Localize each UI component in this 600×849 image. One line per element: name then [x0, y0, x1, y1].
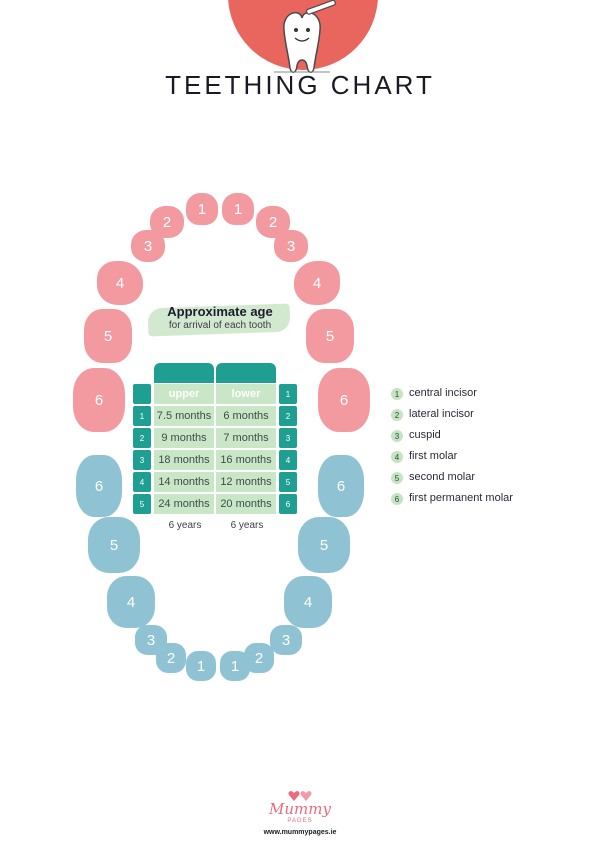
legend-number: 2 — [391, 409, 403, 421]
column-header-upper: upper — [154, 384, 214, 404]
upper-tooth-2-left: 2 — [150, 206, 184, 238]
row-lower-index: 5 — [279, 472, 297, 492]
upper-tooth-5-left: 5 — [84, 309, 132, 363]
header-left-index-block — [133, 384, 151, 404]
row-upper-age: 7.5 months — [154, 406, 214, 426]
footer-url: www.mummypages.ie — [263, 829, 337, 836]
upper-tooth-6-right: 6 — [318, 368, 370, 432]
legend-number: 1 — [391, 388, 403, 400]
row-upper-age: 9 months — [154, 428, 214, 448]
legend-label: central incisor — [409, 387, 477, 399]
legend-label: first permanent molar — [409, 492, 513, 504]
legend-label: lateral incisor — [409, 408, 474, 420]
page-title: TEETHING CHART — [165, 70, 435, 100]
lower-tooth-2-right: 2 — [244, 643, 274, 673]
logo-wordmark: Mummy — [269, 800, 331, 818]
legend-label: first molar — [409, 450, 458, 462]
row-upper-index: 3 — [133, 450, 151, 470]
row-lower-age: 12 months — [216, 472, 276, 492]
lower-column-tab — [216, 363, 276, 383]
upper-tooth-4-right: 4 — [294, 261, 340, 305]
lower-tooth-1-left: 1 — [186, 651, 216, 681]
footer-upper-years: 6 years — [168, 520, 202, 531]
lower-tooth-3-left: 3 — [135, 625, 167, 655]
upper-tooth-6-left: 6 — [73, 368, 125, 432]
row-lower-index: 2 — [279, 406, 297, 426]
row-upper-age: 18 months — [154, 450, 214, 470]
lower-tooth-6-right: 6 — [318, 455, 364, 517]
upper-column-tab — [154, 363, 214, 383]
legend-number: 6 — [391, 493, 403, 505]
lower-tooth-3-right: 3 — [270, 625, 302, 655]
header-right-index: 1 — [279, 384, 297, 404]
lower-tooth-4-right: 4 — [284, 576, 332, 628]
upper-tooth-1-right: 1 — [222, 193, 254, 225]
row-lower-index: 3 — [279, 428, 297, 448]
legend-number: 5 — [391, 472, 403, 484]
age-heading-subtitle: for arrival of each tooth — [168, 320, 272, 331]
lower-tooth-6-left: 6 — [76, 455, 122, 517]
row-lower-index: 6 — [279, 494, 297, 514]
logo-subtitle: PAGES — [287, 818, 313, 824]
legend-label: second molar — [409, 471, 476, 483]
upper-tooth-1-left: 1 — [186, 193, 218, 225]
hearts-logo-icon — [288, 791, 312, 801]
row-upper-index: 5 — [133, 494, 151, 514]
lower-tooth-4-left: 4 — [107, 576, 155, 628]
lower-tooth-5-left: 5 — [88, 517, 140, 573]
age-heading-title: Approximate age — [167, 304, 273, 319]
row-lower-age: 7 months — [216, 428, 276, 448]
legend-label: cuspid — [409, 429, 441, 441]
footer-lower-years: 6 years — [230, 520, 264, 531]
upper-tooth-3-left: 3 — [131, 230, 165, 262]
row-upper-index: 2 — [133, 428, 151, 448]
row-lower-index: 4 — [279, 450, 297, 470]
row-upper-index: 4 — [133, 472, 151, 492]
row-upper-age: 14 months — [154, 472, 214, 492]
column-header-lower: lower — [216, 384, 276, 404]
row-upper-index: 1 — [133, 406, 151, 426]
row-lower-age: 6 months — [216, 406, 276, 426]
lower-tooth-5-right: 5 — [298, 517, 350, 573]
upper-tooth-3-right: 3 — [274, 230, 308, 262]
row-lower-age: 16 months — [216, 450, 276, 470]
legend-number: 4 — [391, 451, 403, 463]
upper-tooth-5-right: 5 — [306, 309, 354, 363]
legend-number: 3 — [391, 430, 403, 442]
upper-tooth-4-left: 4 — [97, 261, 143, 305]
row-lower-age: 20 months — [216, 494, 276, 514]
tooth-mascot-illustration — [274, 0, 336, 73]
row-upper-age: 24 months — [154, 494, 214, 514]
